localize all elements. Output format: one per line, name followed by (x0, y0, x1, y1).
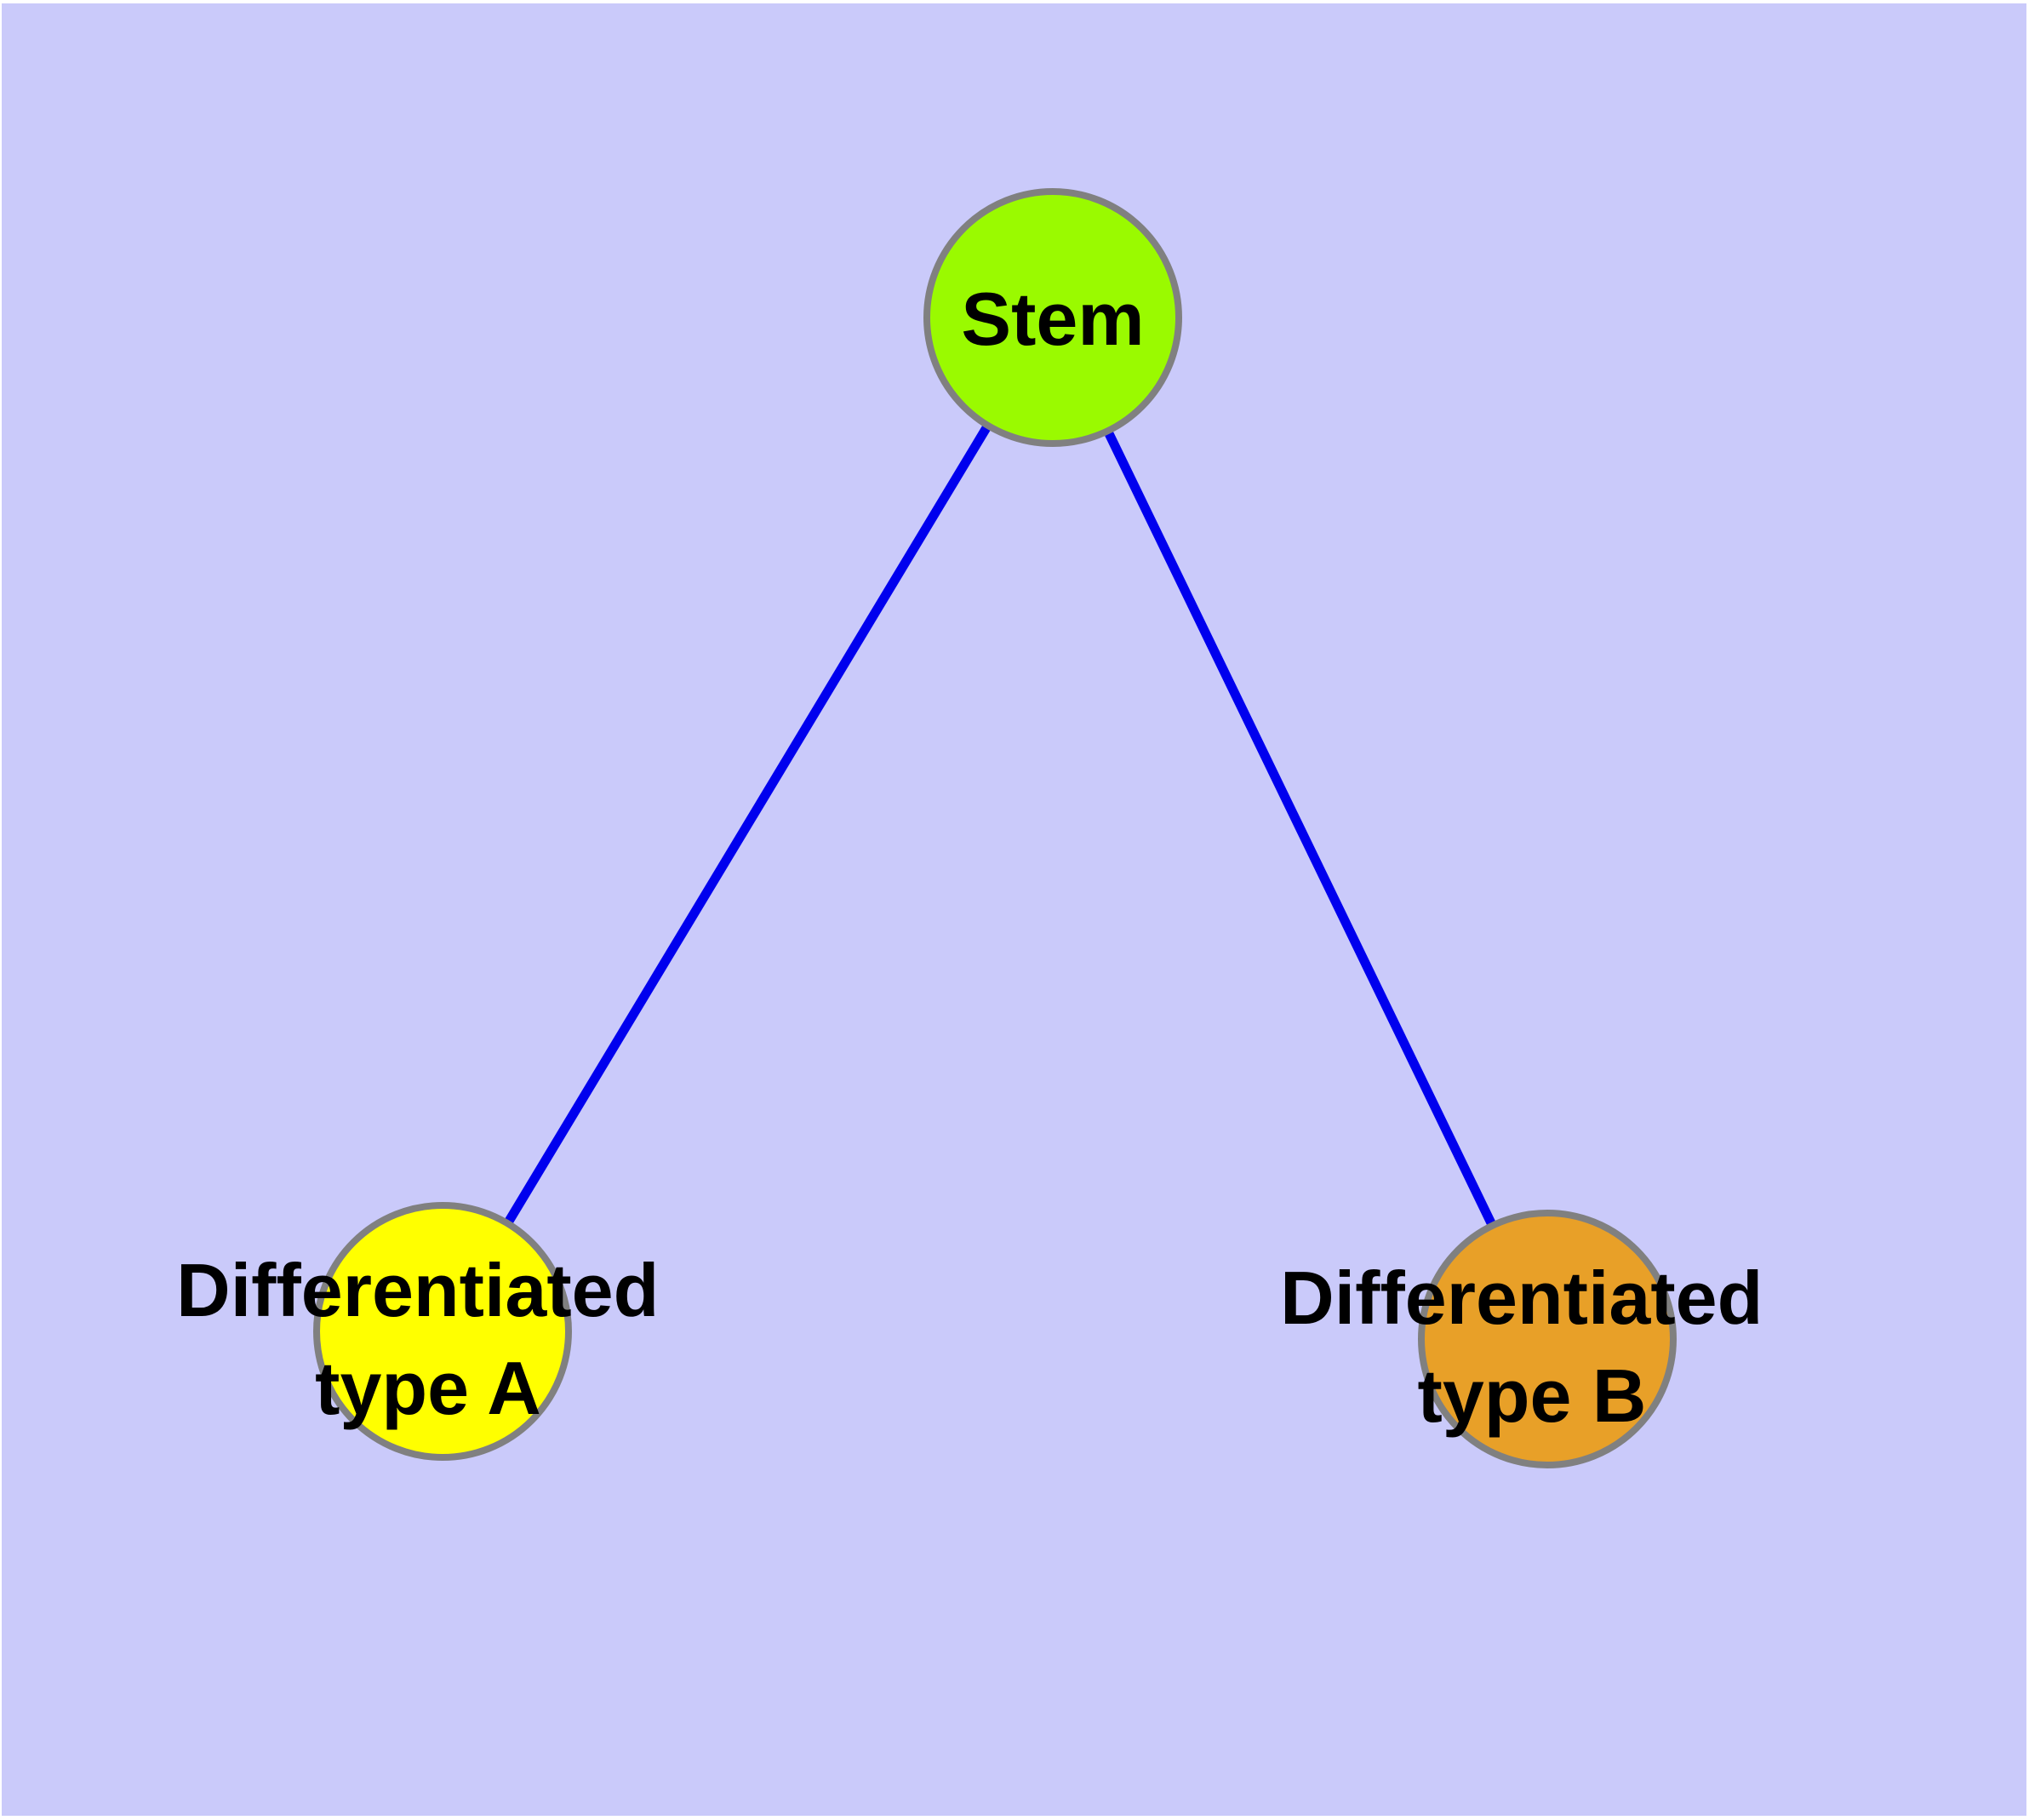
node-differentiated-type-a (313, 1202, 572, 1461)
label-stem: Stem (961, 277, 1144, 361)
label-differentiated-type-b: Differentiated type B (1280, 1256, 1784, 1438)
edge-stem-to-type-b (1049, 315, 1552, 1342)
label-type-a-line-2: type A (315, 1346, 541, 1430)
node-differentiated-type-b (1418, 1210, 1677, 1468)
node-stem (923, 188, 1182, 447)
edge-stem-to-type-a (438, 315, 1057, 1334)
label-type-a-line-1: Differentiated (176, 1248, 659, 1332)
label-type-b-line-2: type B (1418, 1354, 1647, 1438)
label-type-b-line-1: Differentiated (1280, 1256, 1763, 1340)
label-differentiated-type-a: Differentiated type A (176, 1248, 680, 1430)
